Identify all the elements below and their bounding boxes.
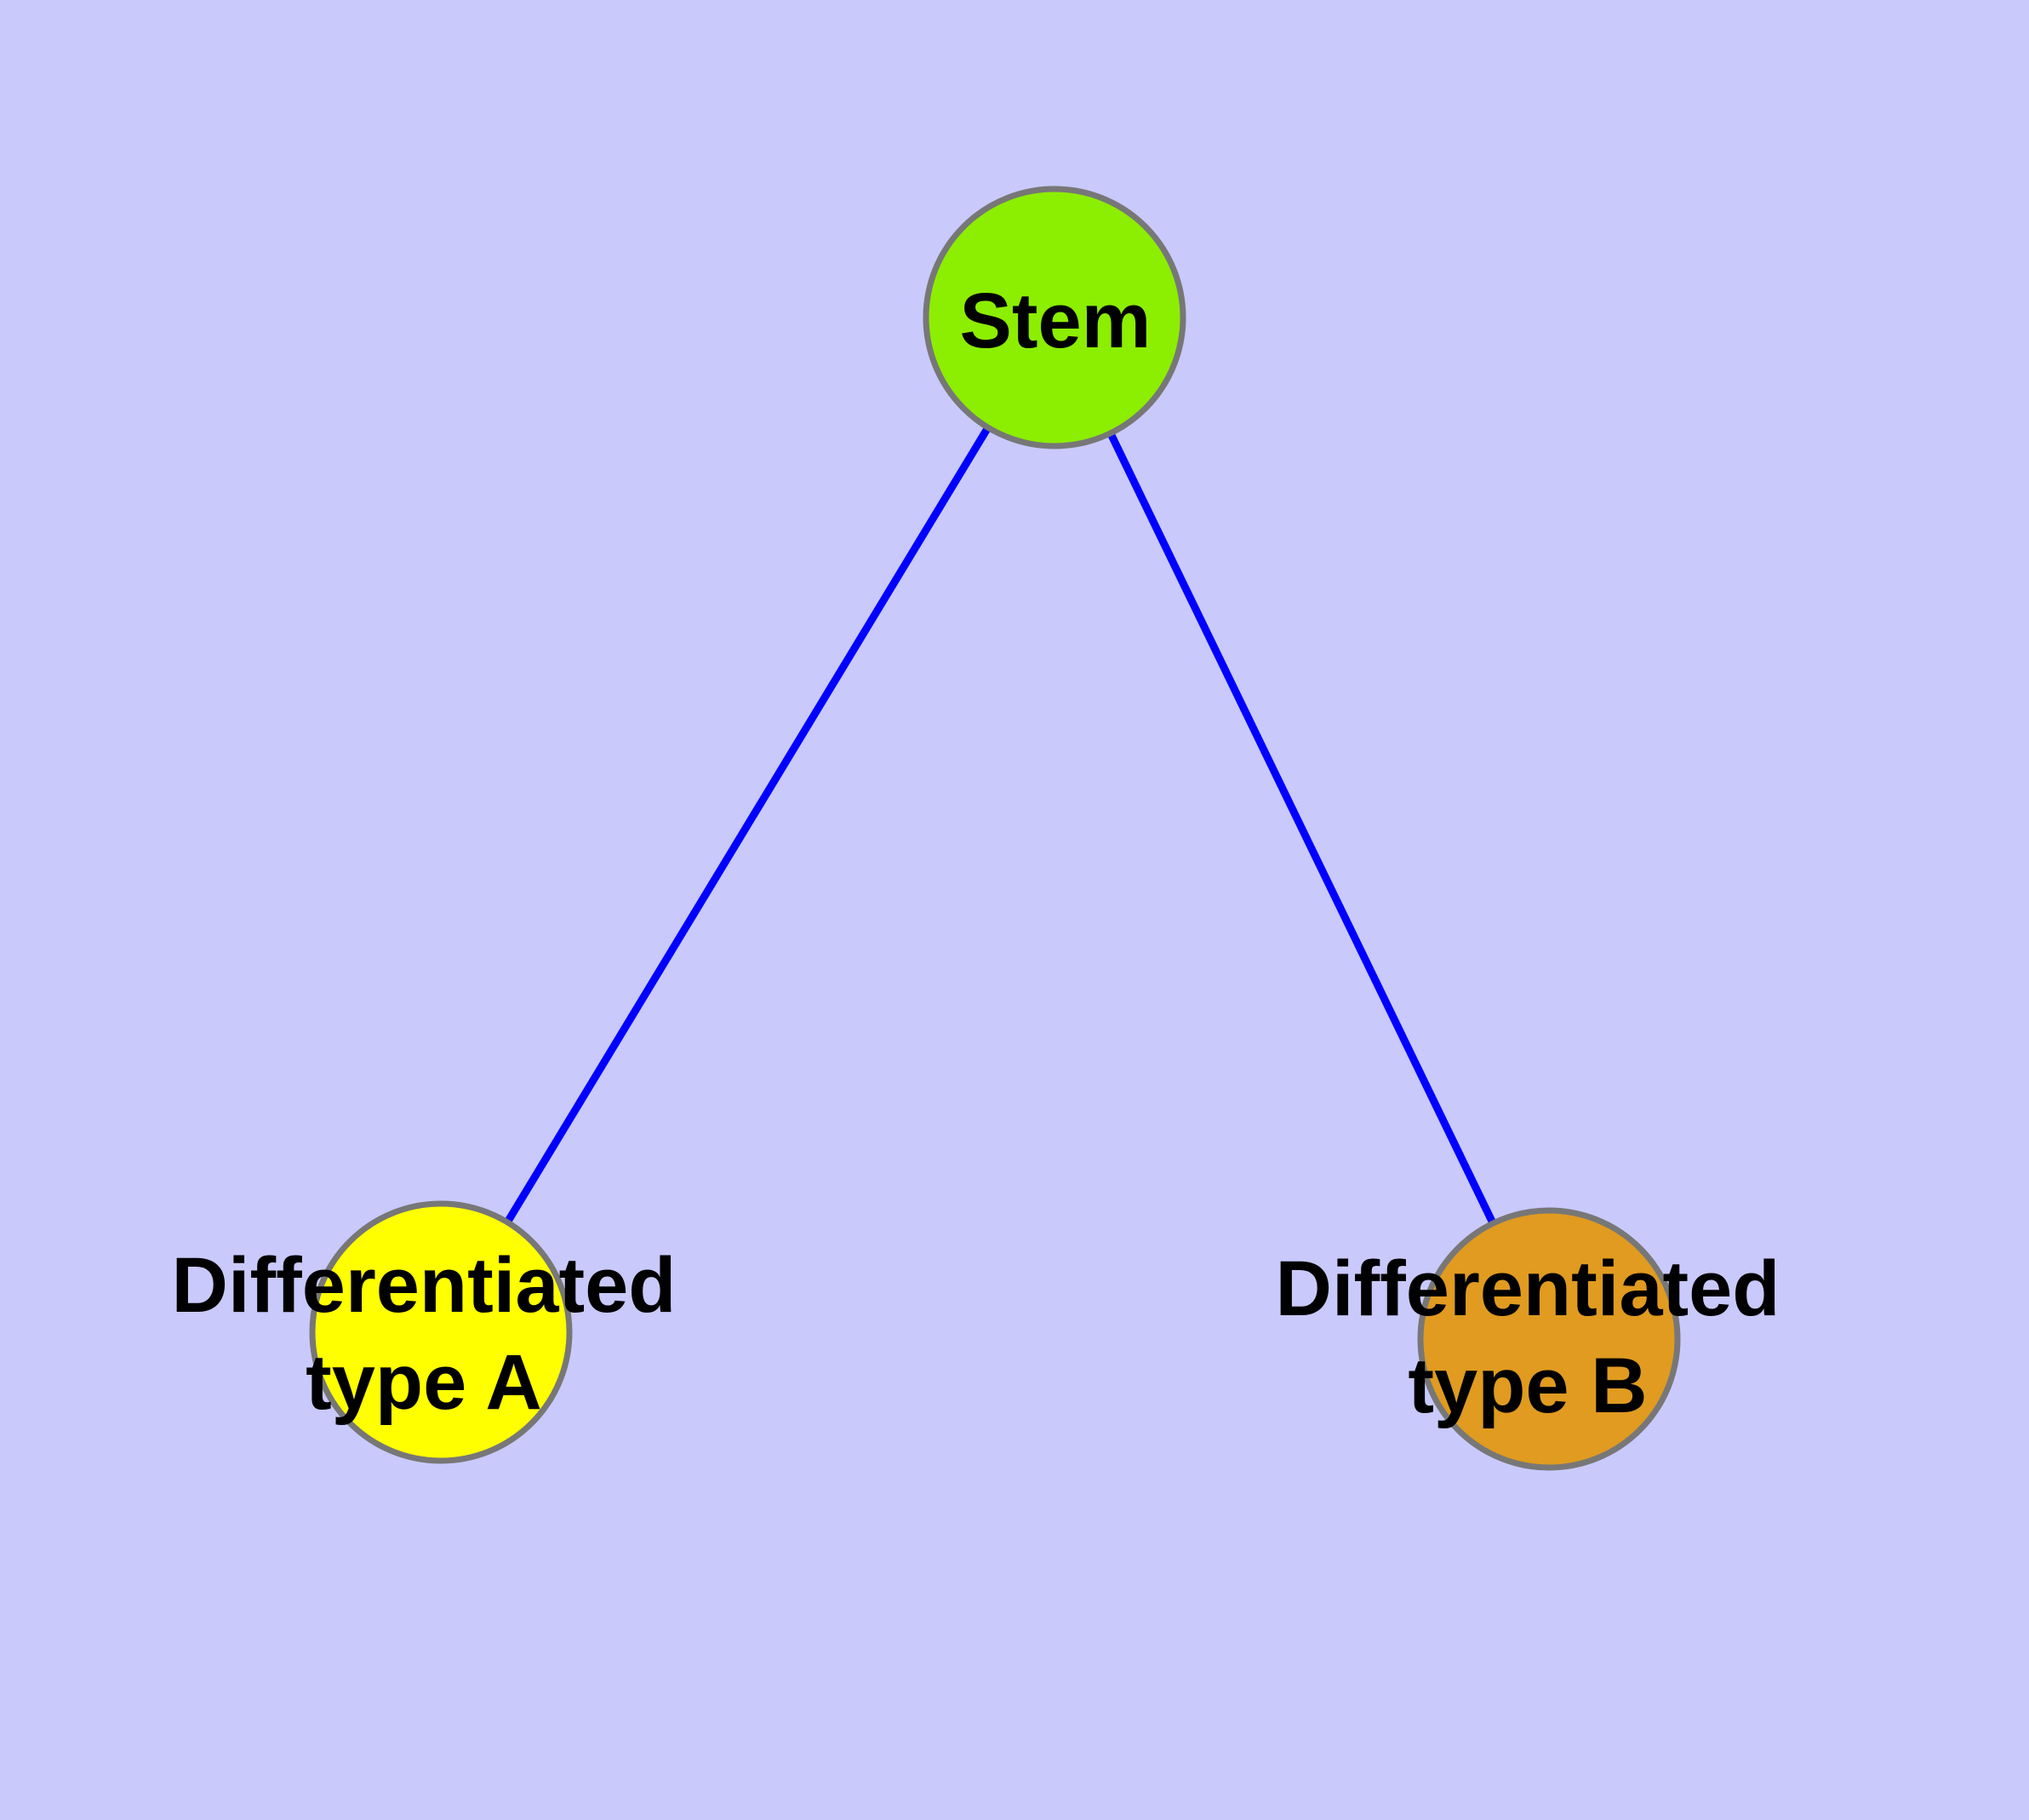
edge-stem-to-type-b: [1050, 316, 1553, 1341]
node-type-b-circle: [1417, 1207, 1681, 1471]
node-stem-circle: [923, 186, 1186, 449]
edge-stem-to-type-a: [437, 315, 1058, 1335]
node-type-a-circle: [309, 1200, 573, 1464]
